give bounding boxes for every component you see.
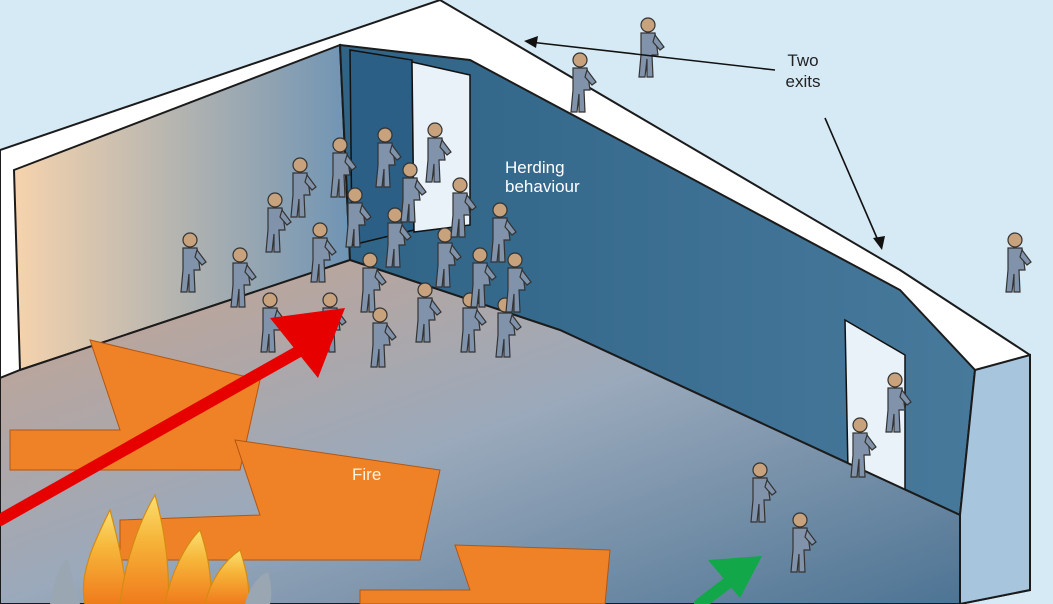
exits-label-line2: exits bbox=[773, 71, 833, 92]
herding-label-line2: behaviour bbox=[505, 177, 580, 196]
herding-behaviour-label: Herding behaviour bbox=[505, 158, 580, 196]
two-exits-label: Two exits bbox=[773, 50, 833, 92]
exits-label-line1: Two bbox=[773, 50, 833, 71]
fire-label: Fire bbox=[352, 465, 381, 485]
herding-label-line1: Herding bbox=[505, 158, 580, 177]
